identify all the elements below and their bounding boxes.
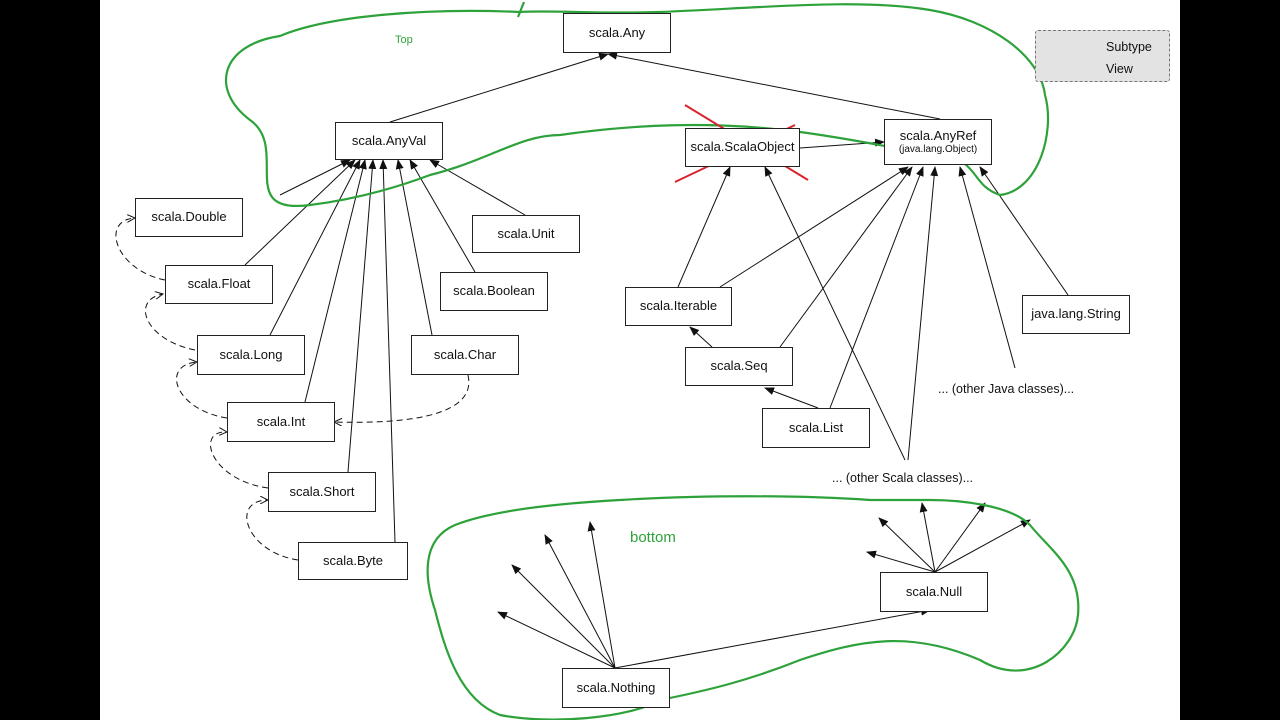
edge-seq-anyref [779,166,913,348]
node-scala-int[interactable]: scala.Int [227,402,335,442]
edge-otherjava-anyref [958,166,1016,369]
edge-unit-anyval [429,159,526,216]
edge-int-anyval [304,159,367,403]
edge-null-out-3 [919,502,936,573]
node-scala-anyref-sublabel: (java.lang.Object) [898,143,978,155]
edge-null-out-5 [934,519,1031,573]
node-scala-long[interactable]: scala.Long [197,335,305,375]
legend: Subtype View [1035,30,1170,82]
node-scala-unit-label: scala.Unit [497,225,555,241]
node-scala-nothing[interactable]: scala.Nothing [562,668,670,708]
legend-view-label: View [1106,62,1133,76]
node-scala-short-label: scala.Short [289,483,355,499]
node-scala-null-label: scala.Null [905,583,963,599]
edge-nothing-out-2 [511,564,616,669]
edge-boolean-anyval [409,159,476,273]
edge-null-out-1 [866,550,936,573]
node-scala-anyval-label: scala.AnyVal [351,132,427,148]
node-scala-list[interactable]: scala.List [762,408,870,448]
node-scala-byte-label: scala.Byte [323,552,383,568]
edge-anyval-any [389,52,609,123]
view-float-double [115,218,166,281]
edge-char-anyval [395,159,433,336]
edge-iterable-anyref [719,166,909,288]
edge-list-seq [764,387,819,409]
edge-long-anyval [269,159,361,336]
node-scala-iterable-label: scala.Iterable [639,298,718,314]
edge-null-out-2 [878,517,936,573]
node-scala-any-label: scala.Any [588,24,646,40]
node-scala-any[interactable]: scala.Any [563,13,671,53]
edge-string-anyref [979,166,1069,296]
view-short-int [210,432,269,489]
diagram-canvas: scala.Any scala.AnyVal scala.ScalaObject… [100,0,1180,720]
node-scala-unit[interactable]: scala.Unit [472,215,580,253]
node-scala-list-label: scala.List [788,419,844,435]
label-other-java-classes: ... (other Java classes)... [938,382,1075,396]
node-java-lang-string-label: java.lang.String [1031,306,1121,322]
edge-null-out-4 [934,502,986,573]
node-scala-char[interactable]: scala.Char [411,335,519,375]
edge-byte-anyval [379,159,396,543]
edge-otherscala-anyref [907,166,939,461]
view-char-int [334,374,470,422]
node-scala-anyval[interactable]: scala.AnyVal [335,122,443,160]
node-scala-anyref[interactable]: scala.AnyRef (java.lang.Object) [884,119,992,165]
top-annotation-tick [516,1,526,18]
edge-nothing-null [614,607,931,669]
node-scala-iterable[interactable]: scala.Iterable [625,287,732,326]
edge-otherscala-scalaobject [764,166,906,461]
node-scala-boolean[interactable]: scala.Boolean [440,272,548,311]
edge-double-anyval [279,159,351,196]
edge-anyref-any [607,51,941,120]
node-scala-int-label: scala.Int [256,413,306,429]
node-scala-scalaobject[interactable]: scala.ScalaObject [685,128,800,167]
edge-list-anyref [829,166,924,409]
node-scala-double[interactable]: scala.Double [135,198,243,237]
node-scala-boolean-label: scala.Boolean [453,283,535,299]
top-annotation-label: Top [395,34,413,46]
edge-iterable-scalaobject [677,166,731,288]
diagram-edges [115,1,1092,720]
node-scala-float[interactable]: scala.Float [165,265,273,304]
edge-short-anyval [347,159,377,473]
node-java-lang-string[interactable]: java.lang.String [1022,295,1130,334]
view-byte-short [246,500,299,561]
node-scala-seq[interactable]: scala.Seq [685,347,793,386]
node-scala-seq-label: scala.Seq [710,358,768,374]
node-scala-double-label: scala.Double [151,209,227,225]
view-long-float [145,294,196,351]
node-scala-char-label: scala.Char [433,346,497,362]
node-scala-scalaobject-label: scala.ScalaObject [690,139,795,155]
edge-float-anyval [244,159,356,266]
edge-nothing-out-4 [587,521,616,669]
bottom-annotation-label: bottom [630,529,676,546]
node-scala-float-label: scala.Float [187,276,251,292]
top-annotation-outline [224,3,1050,208]
label-other-scala-classes: ... (other Scala classes)... [832,471,974,485]
node-scala-nothing-label: scala.Nothing [576,679,656,695]
legend-subtype-label: Subtype [1106,40,1152,54]
edge-seq-iterable [689,326,713,348]
node-scala-anyref-label: scala.AnyRef [899,127,977,143]
edge-nothing-out-1 [497,611,616,669]
node-scala-long-label: scala.Long [219,346,283,362]
node-scala-null[interactable]: scala.Null [880,572,988,612]
node-scala-short[interactable]: scala.Short [268,472,376,512]
node-scala-byte[interactable]: scala.Byte [298,542,408,580]
edge-nothing-out-3 [544,534,616,669]
